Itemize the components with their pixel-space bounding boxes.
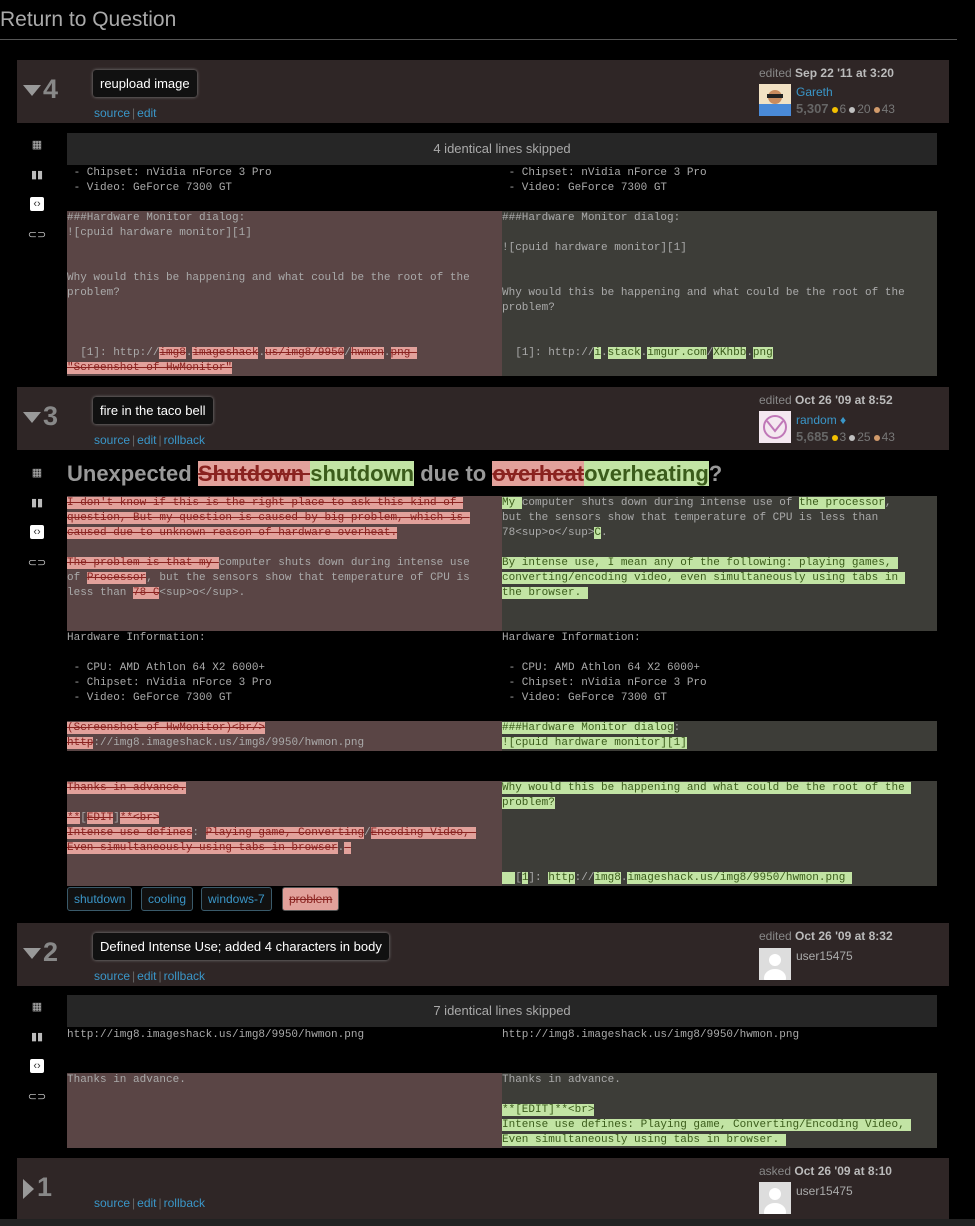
- view-toggle-icons: ▦ ▮▮ ‹› ⊂⊃: [27, 465, 47, 585]
- rollback-link[interactable]: rollback: [163, 433, 205, 447]
- rendered-view-icon[interactable]: ▦: [31, 466, 43, 479]
- diff-right-common: http://img8.imageshack.us/img8/9950/hwmo…: [502, 1029, 800, 1041]
- source-link[interactable]: source: [94, 1196, 131, 1210]
- revision-links: source|edit: [94, 106, 157, 120]
- markdown-view-icon[interactable]: ‹›: [30, 1059, 44, 1073]
- avatar[interactable]: [759, 1182, 791, 1221]
- revision-comment: reupload image: [93, 70, 197, 97]
- source-link[interactable]: source: [94, 106, 131, 120]
- collapse-triangle-icon[interactable]: [23, 411, 41, 424]
- tag-problem-removed[interactable]: problem: [282, 887, 340, 911]
- diff-left-common: Hardware Information: - CPU: AMD Athlon …: [67, 632, 272, 704]
- avatar[interactable]: [759, 948, 791, 987]
- revision-links: source|edit|rollback: [94, 1196, 205, 1210]
- source-link[interactable]: source: [94, 433, 131, 447]
- diff-left-deleted: (Screenshot of HwMonitor)<br/> http://im…: [67, 721, 502, 751]
- side-by-side-icon[interactable]: ▮▮: [30, 168, 44, 181]
- diff-left-common: http://img8.imageshack.us/img8/9950/hwmo…: [67, 1029, 365, 1041]
- revision-2-header[interactable]: 2 Defined Intense Use; added 4 character…: [17, 923, 949, 987]
- moderator-diamond-icon: ♦: [840, 413, 847, 427]
- question-title-diff: Unexpected Shutdown shutdown due to over…: [67, 461, 723, 486]
- user-name-link[interactable]: random ♦: [796, 413, 847, 427]
- markdown-view-icon[interactable]: ‹›: [30, 525, 44, 539]
- identical-lines-skipped[interactable]: 7 identical lines skipped: [67, 995, 937, 1027]
- diff-right-added: My computer shuts down during intense us…: [502, 496, 937, 631]
- tag-shutdown[interactable]: shutdown: [67, 887, 133, 911]
- rollback-link[interactable]: rollback: [163, 969, 205, 983]
- rollback-link[interactable]: rollback: [163, 1196, 205, 1210]
- diff-right-common: Hardware Information: - CPU: AMD Athlon …: [502, 632, 707, 704]
- tag-windows-7[interactable]: windows-7: [201, 887, 272, 911]
- tag-cooling[interactable]: cooling: [141, 887, 194, 911]
- user-name: user15475: [796, 1184, 853, 1198]
- revision-comment: fire in the taco bell: [93, 397, 213, 424]
- diff-right-added: ###Hardware Monitor dialog: ![cpuid hard…: [502, 211, 937, 376]
- user-name: user15475: [796, 949, 853, 963]
- revision-number: 4: [23, 74, 58, 105]
- markdown-view-icon[interactable]: ‹›: [30, 197, 44, 211]
- revision-links: source|edit|rollback: [94, 969, 205, 983]
- edit-info: edited Sep 22 '11 at 3:20: [759, 66, 894, 80]
- rendered-view-icon[interactable]: ▦: [31, 1000, 43, 1013]
- expand-triangle-icon[interactable]: [23, 1178, 35, 1199]
- revision-3-header[interactable]: 3 fire in the taco bell source|edit|roll…: [17, 387, 949, 450]
- revision-number: 1: [23, 1172, 52, 1203]
- edit-link[interactable]: edit: [137, 969, 157, 983]
- collapse-triangle-icon[interactable]: [23, 947, 41, 960]
- divider: [0, 39, 957, 40]
- edit-link[interactable]: edit: [137, 433, 157, 447]
- diff-left-deleted: Thanks in advance.: [67, 1073, 502, 1148]
- revision-4-header[interactable]: 4 reupload image source|edit edited Sep …: [17, 60, 949, 123]
- asked-info: asked Oct 26 '09 at 8:10: [759, 1164, 892, 1178]
- revision-number: 3: [23, 401, 58, 432]
- user-name-link[interactable]: Gareth: [796, 85, 833, 99]
- diff-right-added: Why would this be happening and what cou…: [502, 781, 937, 886]
- view-toggle-icons: ▦ ▮▮ ‹› ⊂⊃: [27, 137, 47, 257]
- inline-diff-icon[interactable]: ⊂⊃: [27, 556, 47, 569]
- diff-left-deleted: ###Hardware Monitor dialog: ![cpuid hard…: [67, 211, 502, 376]
- side-by-side-icon[interactable]: ▮▮: [30, 1030, 44, 1043]
- inline-diff-icon[interactable]: ⊂⊃: [27, 228, 47, 241]
- diff-left-deleted: Thanks in advance. **[EDIT]**<br> Intens…: [67, 781, 502, 886]
- edit-info: edited Oct 26 '09 at 8:52: [759, 393, 893, 407]
- diff-left-common: - Chipset: nVidia nForce 3 Pro - Video: …: [73, 167, 272, 194]
- revision-comment: Defined Intense Use; added 4 characters …: [93, 933, 389, 960]
- view-toggle-icons: ▦ ▮▮ ‹› ⊂⊃: [27, 999, 47, 1119]
- diff-left-deleted: I don't know if this is the right place …: [67, 496, 502, 631]
- return-to-question-link[interactable]: Return to Question: [0, 8, 177, 31]
- edit-link[interactable]: edit: [137, 1196, 157, 1210]
- footer-strip: [0, 1219, 975, 1226]
- diff-right-common: - Chipset: nVidia nForce 3 Pro - Video: …: [508, 167, 707, 194]
- rendered-view-icon[interactable]: ▦: [31, 138, 43, 151]
- revision-1-header[interactable]: 1 source|edit|rollback asked Oct 26 '09 …: [17, 1158, 949, 1221]
- avatar[interactable]: [759, 411, 791, 443]
- diff-right-added: Thanks in advance. **[EDIT]**<br> Intens…: [502, 1073, 937, 1148]
- revision-number: 2: [23, 937, 58, 968]
- revision-links: source|edit|rollback: [94, 433, 205, 447]
- identical-lines-skipped[interactable]: 4 identical lines skipped: [67, 133, 937, 165]
- source-link[interactable]: source: [94, 969, 131, 983]
- avatar[interactable]: [759, 84, 791, 116]
- side-by-side-icon[interactable]: ▮▮: [30, 496, 44, 509]
- inline-diff-icon[interactable]: ⊂⊃: [27, 1090, 47, 1103]
- edit-link[interactable]: edit: [137, 106, 157, 120]
- diff-right-added: ###Hardware Monitor dialog: ![cpuid hard…: [502, 721, 937, 751]
- collapse-triangle-icon[interactable]: [23, 84, 41, 97]
- edit-info: edited Oct 26 '09 at 8:32: [759, 929, 893, 943]
